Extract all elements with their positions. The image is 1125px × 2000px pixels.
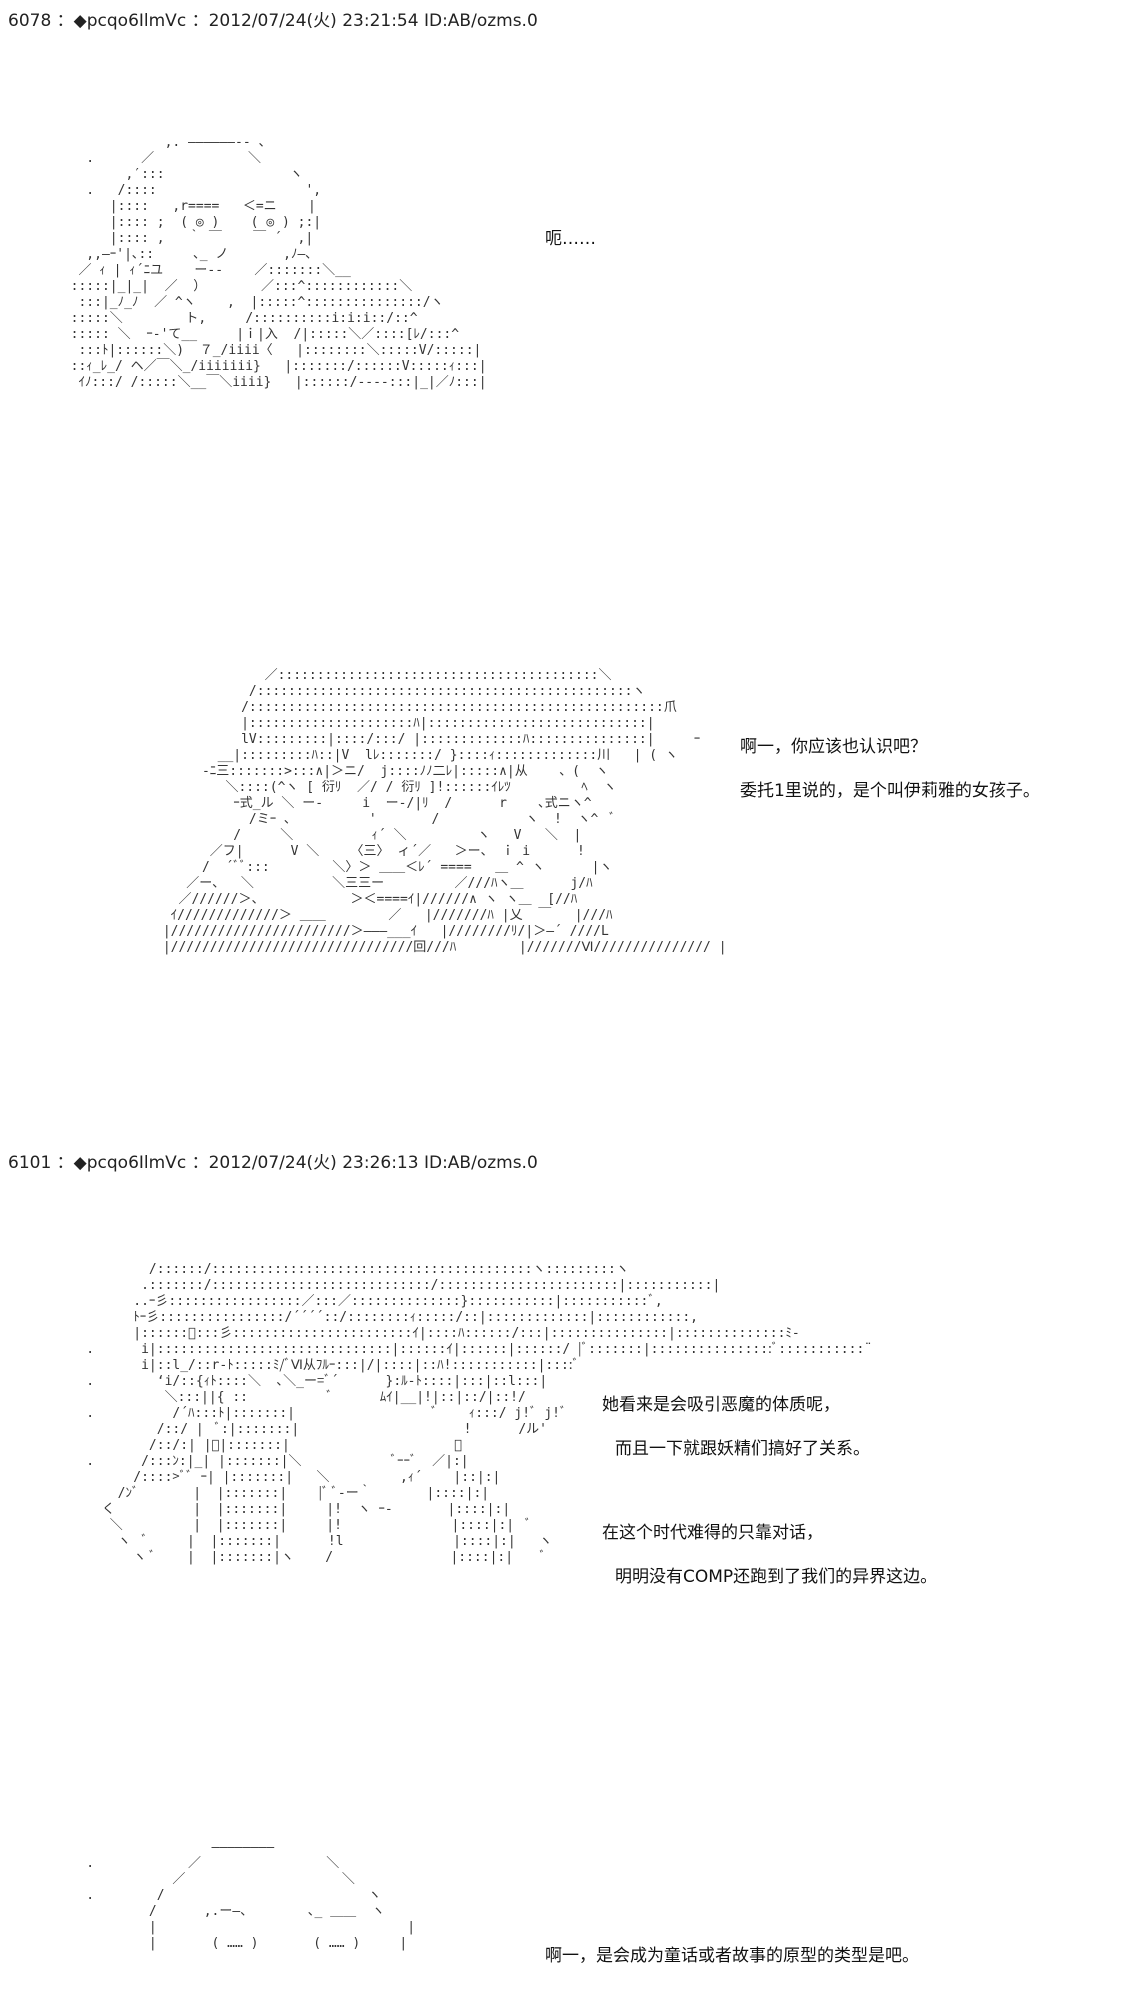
dialogue-line: 委托1里说的，是个叫伊莉雅的女孩子。 <box>740 781 1040 801</box>
ascii-art-character-2: ／:::::::::::::::::::::::::::::::::::::::… <box>162 668 727 955</box>
dialogue-line: 啊一，你应该也认识吧？ <box>740 737 927 757</box>
post-header-6101: 6101 ：◆pcqo6IlmVc ：2012/07/24(火) 23:26:1… <box>8 1153 538 1173</box>
dialogue-line: 在这个时代难得的只靠对话， <box>602 1523 823 1543</box>
dialogue-line: 明明没有COMP还跑到了我们的异界这边。 <box>615 1567 938 1587</box>
ascii-art-character-3: /::::::/::::::::::::::::::::::::::::::::… <box>86 1262 873 1565</box>
dialogue-line: 而且一下就跟妖精们搞好了关系。 <box>615 1439 870 1459</box>
ascii-art-character-4: ―――――――― . ／ ＼ ／ ＼ . / ヽ / ,.ー―、 ､_ ＿＿ ヽ… <box>86 1840 416 1951</box>
dialogue-line: 她看来是会吸引恶魔的体质呢， <box>602 1395 840 1415</box>
dialogue-line: 呃…… <box>545 229 596 249</box>
post-header-6078: 6078 ：◆pcqo6IlmVc ：2012/07/24(火) 23:21:5… <box>8 11 538 31</box>
ascii-art-character-1: ,. ――――――-- 、 . ／ ＼ ,′::: ヽ . /:::: ', |… <box>70 135 487 390</box>
dialogue-line: 啊一，是会成为童话或者故事的原型的类型是吧。 <box>545 1946 919 1966</box>
